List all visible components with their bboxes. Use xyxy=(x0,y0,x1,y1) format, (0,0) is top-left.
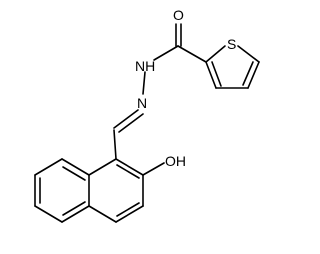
bond-nap-c3-c4-a xyxy=(115,205,144,223)
bond-lines xyxy=(34,23,260,223)
bond-nh-n xyxy=(142,71,146,95)
bond-ch-naphthyl xyxy=(113,129,117,160)
bond-carbonyl-thiophene xyxy=(177,45,207,63)
bond-nap-c4-c4a xyxy=(88,205,117,223)
atom-label-imine-nitrogen: N xyxy=(137,95,147,111)
bond-nap-c8a-c8-a xyxy=(61,158,90,176)
bond-nap-c8a-c1 xyxy=(88,158,117,176)
bond-nap-c3-c4-b xyxy=(116,202,140,217)
molecule-structure: O NH N S OH xyxy=(34,7,260,223)
bond-nap-c1-c2-a xyxy=(115,158,144,176)
bond-thio-c4-c5-a xyxy=(247,61,260,89)
bond-imine-b xyxy=(118,113,144,133)
bond-nap-c8a-c8-b xyxy=(62,166,86,181)
bond-imine-a xyxy=(113,109,139,129)
bond-nap-c6-c5 xyxy=(34,205,63,223)
bond-thio-c2-c3-b xyxy=(211,61,222,87)
bond-thio-c2-c3-a xyxy=(205,61,217,89)
atom-labels: O NH N S OH xyxy=(135,7,236,169)
atom-label-hydroxyl: OH xyxy=(165,153,186,169)
atom-label-nh: NH xyxy=(135,58,155,74)
atom-label-carbonyl-oxygen: O xyxy=(173,7,184,23)
bond-thio-s-c2 xyxy=(205,45,226,63)
bond-carbonyl-nh xyxy=(153,45,179,61)
bond-thio-c4-c5-b xyxy=(242,61,254,86)
bond-nap-c5-c4a-a xyxy=(61,205,90,223)
bond-nap-c1-c2-b xyxy=(116,164,140,179)
bond-nap-c5-c4a-b xyxy=(62,201,86,216)
bond-nap-c2-oh xyxy=(142,162,165,176)
atom-label-sulfur: S xyxy=(227,36,236,52)
bond-nap-c8-c7 xyxy=(34,158,63,176)
bond-thio-c5-s xyxy=(237,45,260,63)
